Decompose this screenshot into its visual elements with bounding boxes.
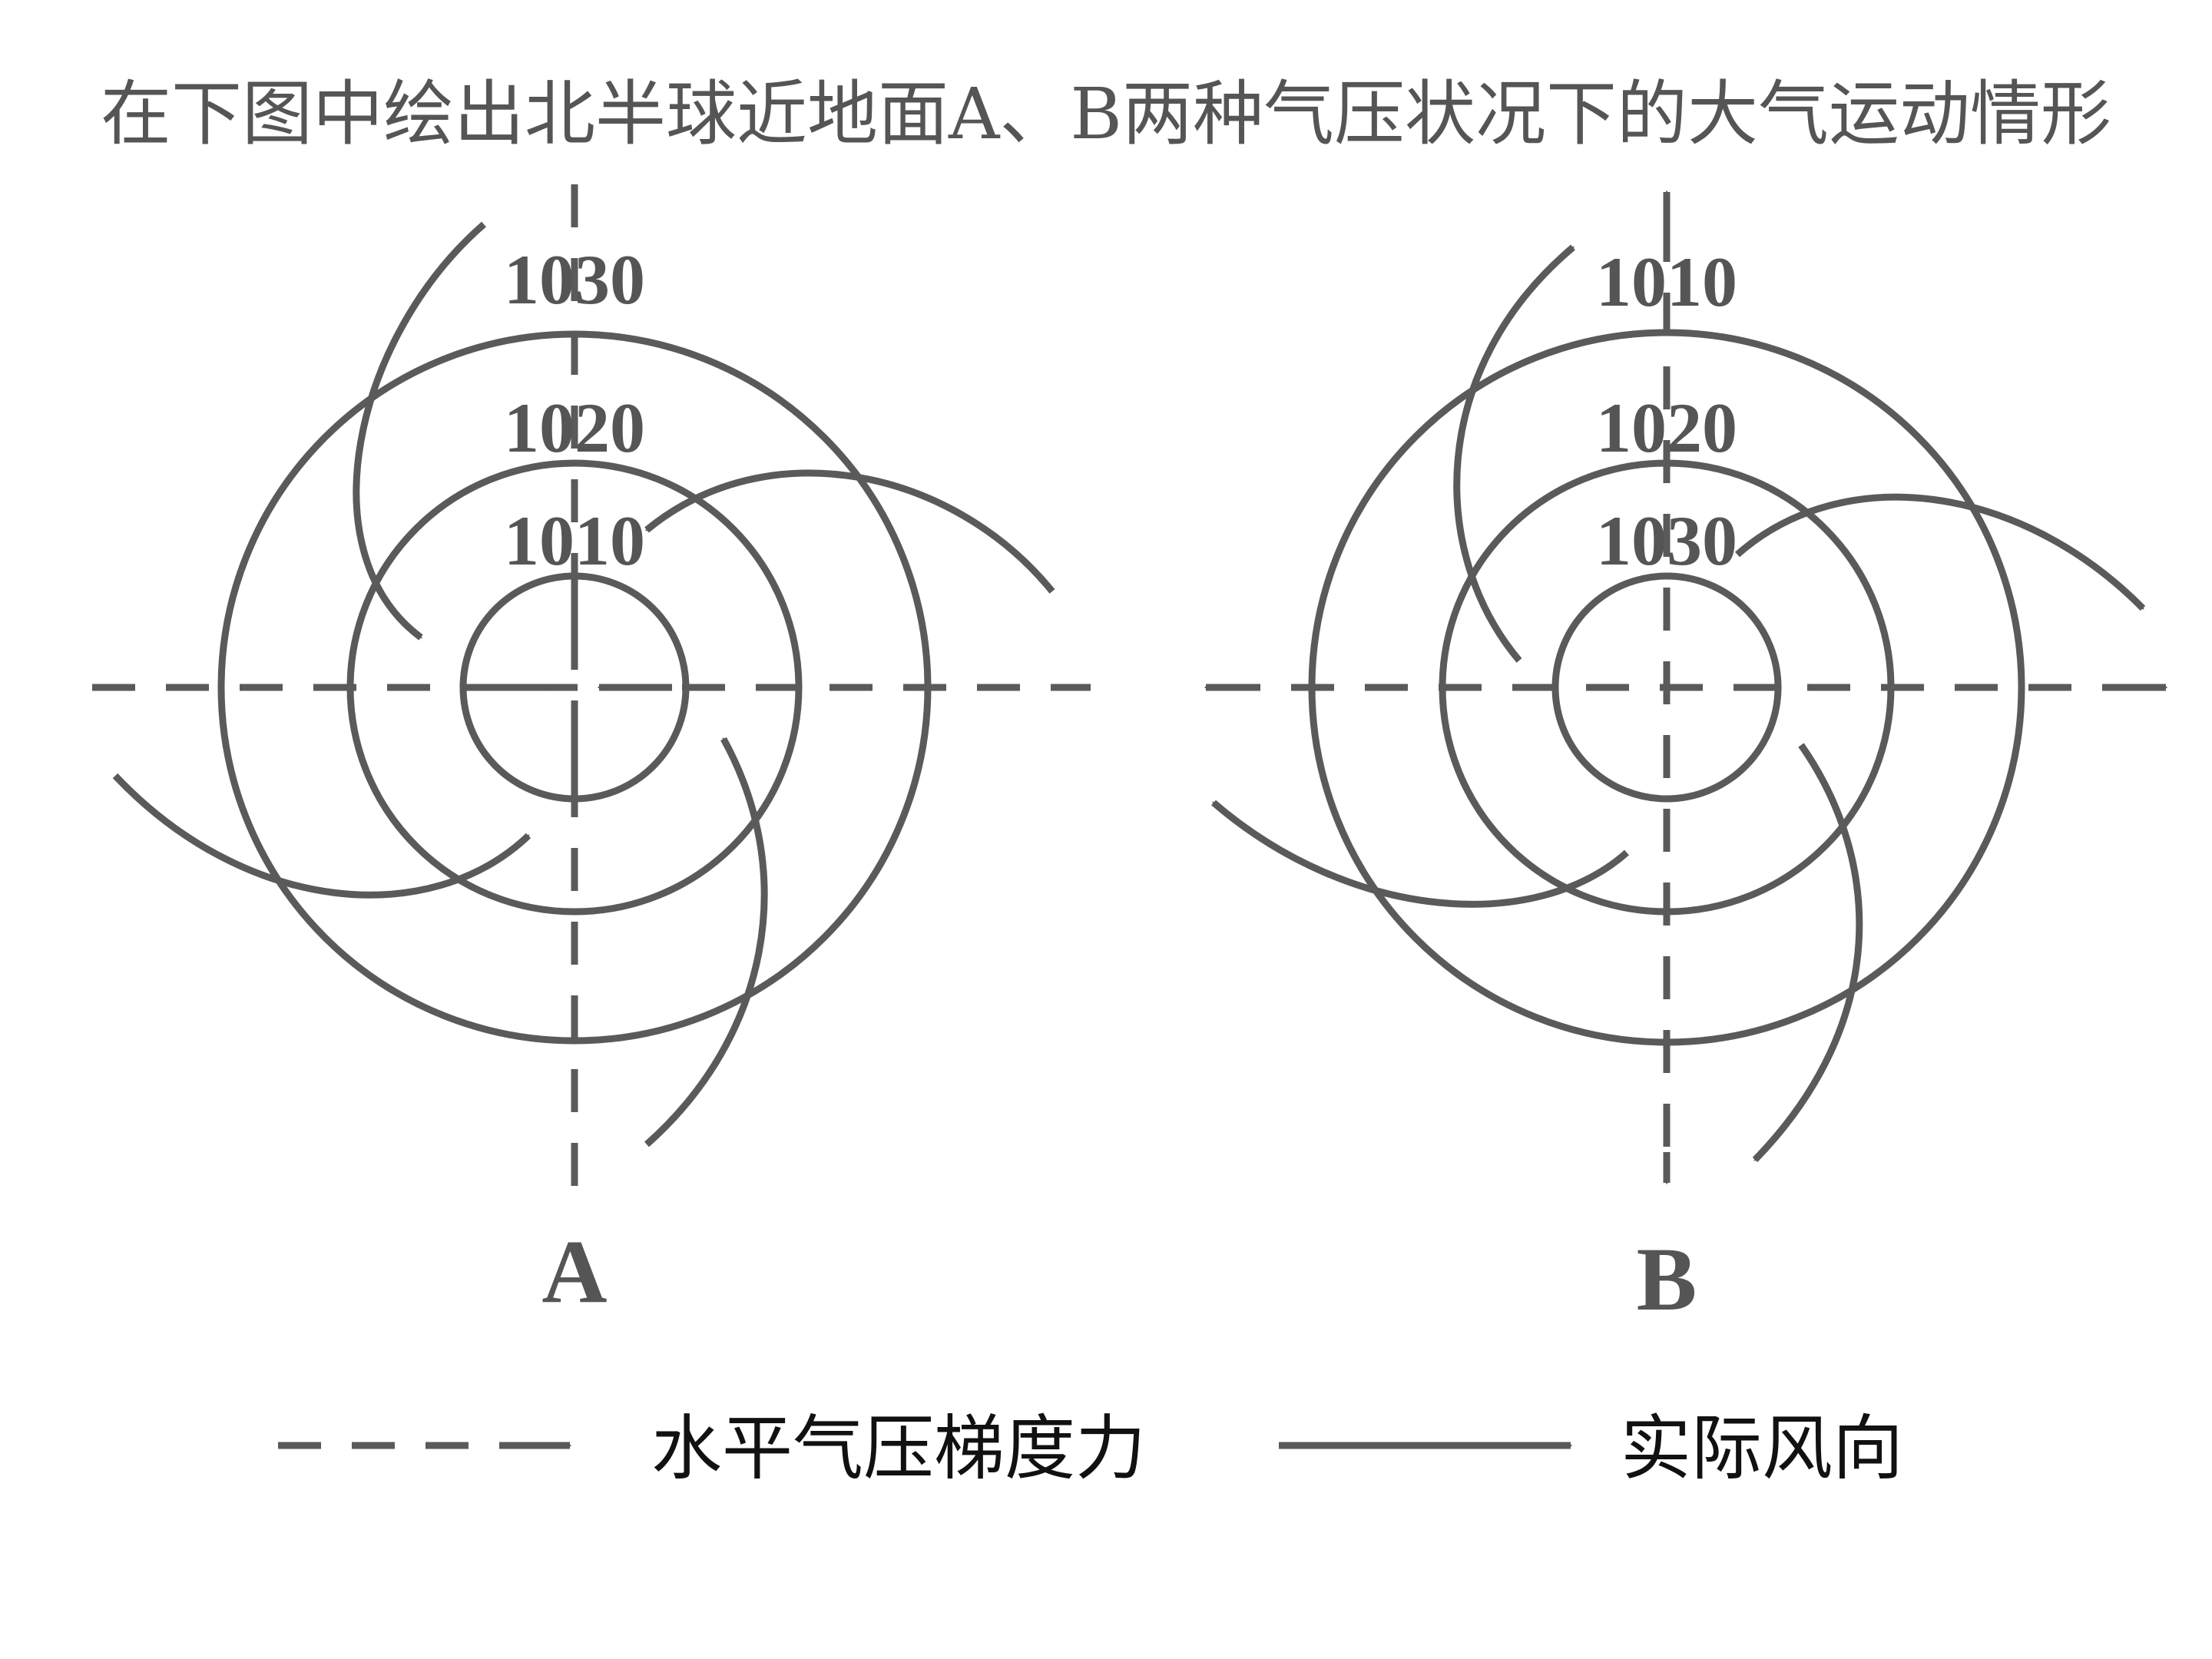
panel-b-isobar-label-inner: 1030 [1596,502,1737,580]
panel-b-isobar-label-middle: 1020 [1596,389,1737,467]
panel-b: 1010 1020 1030 B [1204,190,2168,1330]
panel-a: 1030 1020 1010 A [92,184,1091,1322]
legend-pgf-label: 水平气压梯度力 [651,1407,1146,1489]
panel-b-isobar-inner [1551,572,1782,803]
legend: 水平气压梯度力 实际风向 [278,1407,1903,1489]
panel-a-label: A [541,1221,607,1322]
panel-a-isobar-inner [459,572,690,803]
panel-a-wind-arrow-upper-right [644,469,1055,594]
panel-b-wind-arrow-upper-right [1735,493,2146,611]
panel-b-isobar-label-outer: 1010 [1596,243,1737,321]
panel-b-isobar-outer [1308,329,2025,1046]
panel-a-isobar-outer [217,330,932,1045]
panel-b-isobar-middle [1439,459,1895,916]
panel-a-isobar-label-outer: 1030 [504,240,645,319]
panel-a-isobar-middle [346,459,803,916]
panel-b-wind-arrow-lower-left [1211,800,1629,908]
panel-a-isobar-label-inner: 1010 [504,502,645,580]
panel-a-wind-arrow-lower-left [112,773,531,899]
panel-b-wind-arrow-lower-right [1752,743,1863,1163]
panel-b-wind-arrow-upper-left [1453,244,1575,663]
page-title: 在下图中绘出北半球近地面A、B两种气压状况下的大气运动情形 [101,73,2111,155]
panel-b-label: B [1637,1229,1697,1330]
legend-wind-label: 实际风向 [1621,1407,1903,1489]
panel-a-isobar-label-middle: 1020 [504,389,645,467]
panel-a-wind-arrow-upper-left [353,221,486,641]
panel-a-wind-arrow-lower-right [644,737,768,1147]
